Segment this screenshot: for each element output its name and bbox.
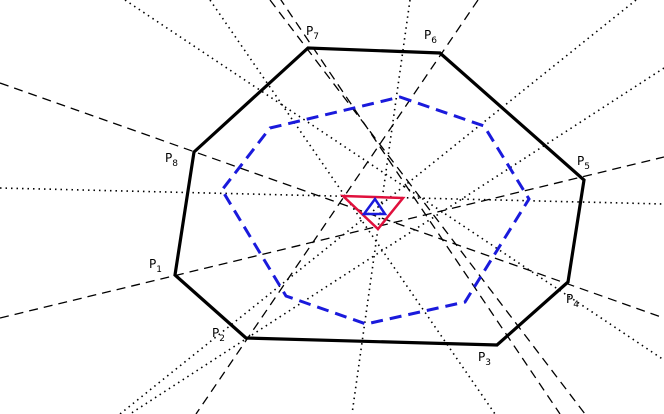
dashed-line-p5-p2 [269,0,586,414]
vertex-label-p8: P8 [165,151,178,169]
center-triangle-outer [339,194,406,231]
vertex-label-p6: P6 [424,28,437,46]
vertex-label-p4: P4 [566,292,579,310]
vertex-label-p2: P2 [212,326,225,344]
vertex-label-p7: P7 [306,24,319,42]
vertex-label-p3: P3 [478,350,491,368]
dotted-line-2 [119,0,637,414]
dashed-line-p1-p5 [0,156,664,319]
dotted-line-6 [129,67,664,414]
dashed-line-p6-p2 [195,0,479,414]
vertex-labels: P1 P2 P3 P4 P5 P6 P7 P8 [149,24,590,368]
outer-polygon [173,46,586,347]
dotted-line-1 [124,0,664,361]
center-triangle-inner [361,196,388,216]
inner-polygon [220,95,531,326]
dotted-line-3 [0,187,664,205]
dashed-line-p7-p3 [280,0,561,414]
vertex-label-p1: P1 [149,257,162,275]
dashed-line-p8-p4 [0,82,664,319]
vertex-label-p5: P5 [577,154,590,172]
